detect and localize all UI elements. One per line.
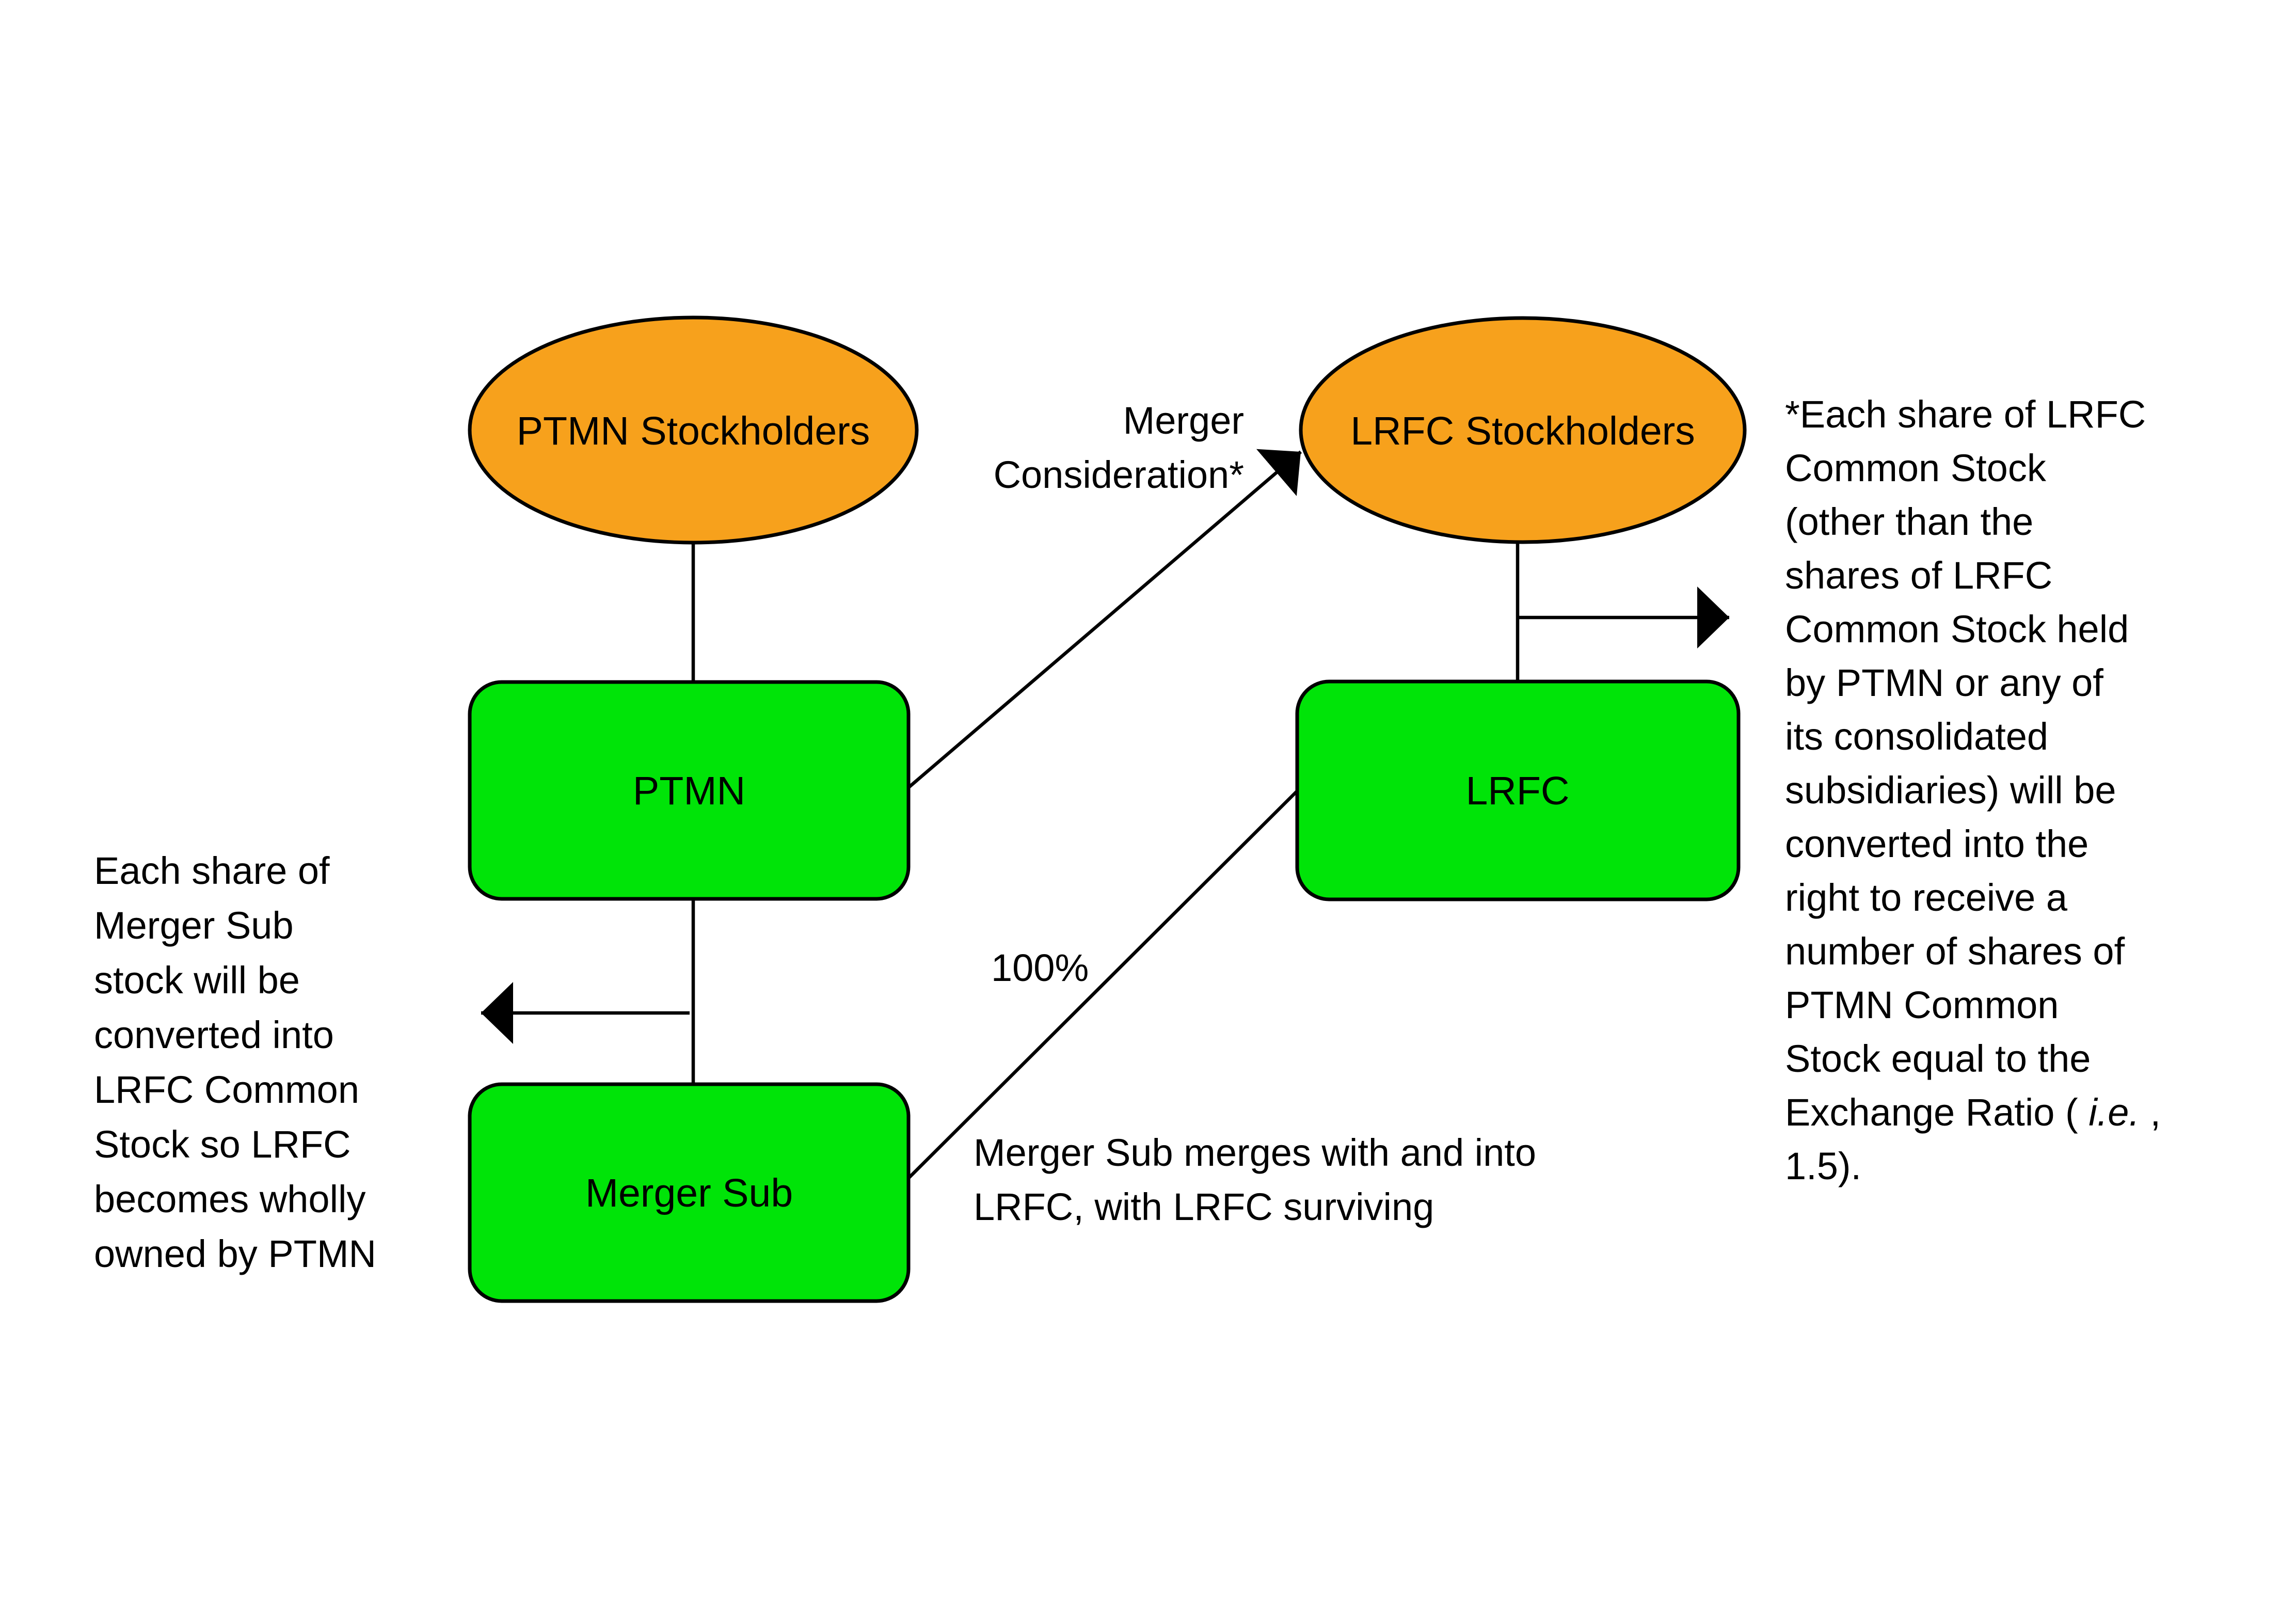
note-right-line: subsidiaries) will be — [1785, 769, 2116, 812]
lrfc-stockholders-ellipse — [1299, 316, 1747, 544]
ptmn-box — [468, 680, 911, 901]
ptmn-stockholders-ellipse — [468, 315, 919, 545]
note-bottom-line: LRFC, with LRFC surviving — [974, 1185, 1434, 1228]
note-left-line: converted into — [94, 1013, 334, 1056]
merger-sub-box — [468, 1082, 911, 1303]
lrfc-box — [1295, 679, 1741, 901]
note-right-line: shares of LRFC — [1785, 554, 2052, 597]
note-right-line: *Each share of LRFC — [1785, 393, 2146, 436]
note-right-line: 1.5). — [1785, 1145, 1861, 1187]
note-right-line: number of shares of — [1785, 930, 2125, 973]
ptmn-stockholders-label: PTMN Stockholders — [517, 409, 870, 453]
note-left-block: Each share of Merger Sub stock will be c… — [94, 849, 376, 1275]
note-right-line: Common Stock — [1785, 447, 2047, 489]
note-right-line: (other than the — [1785, 500, 2033, 543]
note-left-line: Merger Sub — [94, 904, 294, 947]
note-right-block: *Each share of LRFC Common Stock (other … — [1785, 393, 2161, 1187]
exchange-ratio-ie-italic: i.e. — [2088, 1091, 2140, 1134]
note-right-line-exchange: Exchange Ratio ( i.e. , — [1785, 1091, 2161, 1134]
ptmn-label: PTMN — [633, 769, 745, 813]
note-left-line: LRFC Common — [94, 1068, 359, 1111]
note-right-line: right to receive a — [1785, 876, 2068, 919]
line-100-percent-ownership — [905, 789, 1299, 1181]
exchange-ratio-comma: , — [2150, 1091, 2161, 1134]
lrfc-label: LRFC — [1465, 769, 1569, 813]
note-left-line: Each share of — [94, 849, 330, 892]
note-right-line: its consolidated — [1785, 715, 2048, 758]
note-right-line: Common Stock held — [1785, 608, 2129, 651]
exchange-ratio-text: Exchange Ratio ( — [1785, 1091, 2078, 1134]
ownership-percent-label: 100% — [991, 946, 1089, 989]
lrfc-stockholders-label: LRFC Stockholders — [1350, 409, 1695, 453]
note-right-line: converted into the — [1785, 822, 2088, 865]
arrow-merger-consideration — [905, 449, 1302, 790]
note-left-line: stock will be — [94, 959, 300, 1002]
note-right-line: Stock equal to the — [1785, 1037, 2091, 1080]
note-bottom-block: Merger Sub merges with and into LRFC, wi… — [974, 1131, 1536, 1228]
note-left-line: owned by PTMN — [94, 1232, 376, 1275]
note-bottom-line: Merger Sub merges with and into — [974, 1131, 1536, 1174]
note-left-line: Stock so LRFC — [94, 1123, 351, 1166]
merger-sub-label: Merger Sub — [585, 1171, 793, 1215]
merger-consideration-label-line1: Merger — [1123, 399, 1244, 442]
note-left-line: becomes wholly — [94, 1178, 365, 1221]
note-right-line: PTMN Common — [1785, 984, 2059, 1026]
merger-consideration-label-line2: Consideration* — [994, 453, 1244, 496]
note-right-line: by PTMN or any of — [1785, 661, 2103, 704]
